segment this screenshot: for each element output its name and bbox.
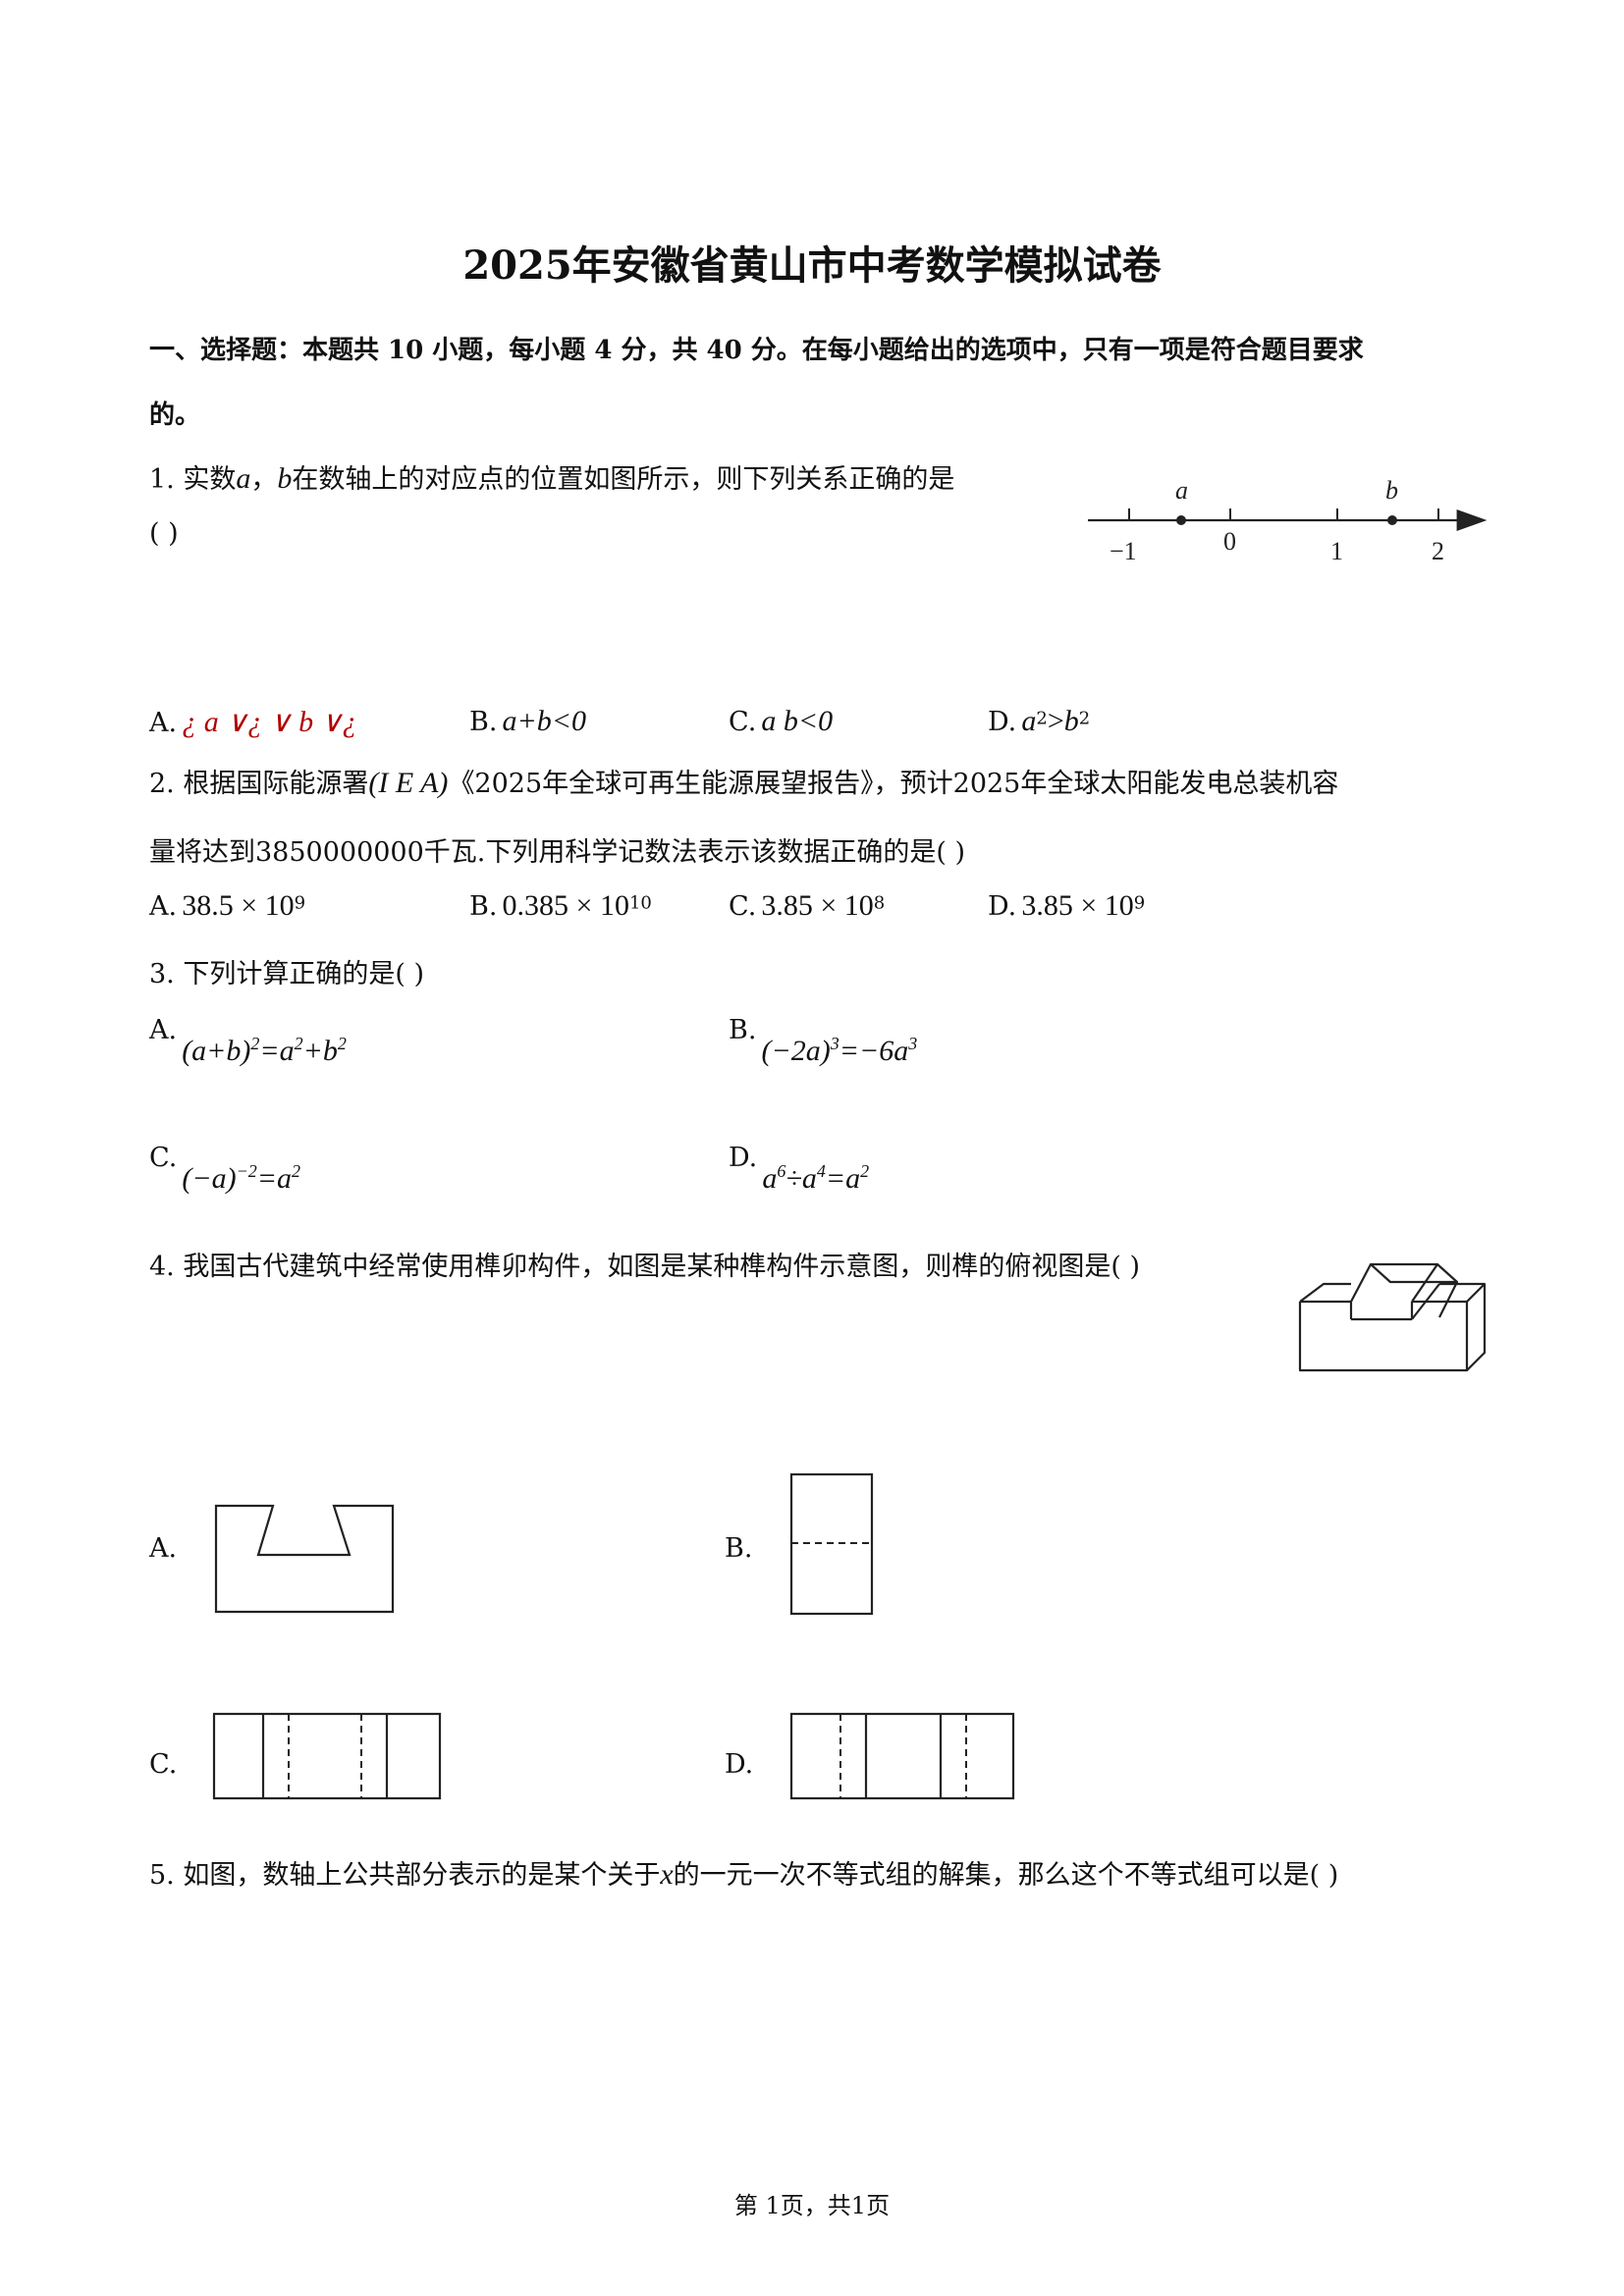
q1-var-b: b xyxy=(277,462,293,495)
q2-option-a-base: 38.5 × 10 xyxy=(182,889,295,922)
q1-option-d-sup2: 2 xyxy=(1078,708,1091,729)
q2-option-d-label: D. xyxy=(988,891,1017,922)
q2-option-d-base: 3.85 × 10 xyxy=(1021,889,1134,922)
page-title: 2025年安徽省黄山市中考数学模拟试卷 xyxy=(462,242,1162,289)
q2-line1-a: 2. 根据国际能源署 xyxy=(149,769,369,799)
q2-option-c-base: 3.85 × 10 xyxy=(761,889,874,922)
q4-option-c-figure[interactable] xyxy=(212,1712,444,1802)
section-header-line1: 一、选择题：本题共 10 小题，每小题 4 分，共 40 分。在每小题给出的选项… xyxy=(149,336,1364,365)
label-b: b xyxy=(1385,476,1398,505)
q3-option-c-expr: (−a)−2=a2 xyxy=(182,1161,301,1195)
q3-option-d[interactable]: D. a6÷a4=a2 xyxy=(729,1143,869,1195)
point-a xyxy=(1176,515,1186,525)
q1-answer-paren: ( ) xyxy=(149,518,179,549)
q2-option-b[interactable]: B. 0.385 × 1010 xyxy=(469,889,652,923)
q1-option-d-base2: b xyxy=(1063,705,1079,737)
q4-option-b-label[interactable]: B. xyxy=(725,1533,753,1564)
q4-option-a-label[interactable]: A. xyxy=(149,1533,178,1564)
q4-option-b-figure[interactable] xyxy=(789,1472,874,1616)
q2-stem-line1: 2. 根据国际能源署(I E A)《2025年全球可再生能源展望报告》，预计20… xyxy=(149,762,1338,800)
q1-stem-prefix: 1. 实数 xyxy=(149,464,237,495)
q1-number-line-figure: a b −1 0 1 2 xyxy=(1088,476,1488,565)
q4-stem: 4. 我国古代建筑中经常使用榫卯构件，如图是某种榫构件示意图，则榫的俯视图是( … xyxy=(149,1252,1140,1282)
q2-stem-line2: 量将达到3850000000千瓦.下列用科学记数法表示该数据正确的是( ) xyxy=(149,837,966,868)
q4-option-a-figure[interactable] xyxy=(214,1504,397,1616)
page-footer: 第 1页，共1页 xyxy=(733,2192,891,2219)
q1-option-c-label: C. xyxy=(729,707,757,737)
q1-var-a: a xyxy=(236,462,251,495)
point-b xyxy=(1387,515,1397,525)
tick-label-0: 0 xyxy=(1223,527,1236,556)
q3-option-d-expr: a6÷a4=a2 xyxy=(762,1161,870,1195)
q4-option-d-label[interactable]: D. xyxy=(725,1749,754,1780)
q3-option-d-label: D. xyxy=(729,1143,758,1173)
q1-stem-suffix: 在数轴上的对应点的位置如图所示，则下列关系正确的是 xyxy=(292,464,955,495)
q3-option-a-expr: (a+b)2=a2+b2 xyxy=(182,1034,347,1067)
q4-option-c-label[interactable]: C. xyxy=(149,1749,178,1780)
q1-stem: 1. 实数a，b在数轴上的对应点的位置如图所示，则下列关系正确的是 xyxy=(149,457,954,496)
q2-option-b-base: 0.385 × 10 xyxy=(502,889,629,922)
tick-label-2: 2 xyxy=(1432,537,1444,565)
q3-option-c[interactable]: C. (−a)−2=a2 xyxy=(149,1143,300,1195)
tick-label-neg1: −1 xyxy=(1110,537,1137,565)
q2-option-c-label: C. xyxy=(729,891,757,922)
q2-option-a-sup: 9 xyxy=(294,892,306,914)
q5-stem-prefix: 5. 如图，数轴上公共部分表示的是某个关于 xyxy=(149,1860,661,1891)
q1-option-d-base1: a xyxy=(1021,705,1037,737)
q2-option-c-sup: 8 xyxy=(873,892,886,914)
q2-option-d[interactable]: D. 3.85 × 109 xyxy=(988,889,1145,923)
q5-stem: 5. 如图，数轴上公共部分表示的是某个关于x的一元一次不等式组的解集，那么这个不… xyxy=(149,1853,1338,1892)
q3-option-b[interactable]: B. (−2a)3=−6a3 xyxy=(729,1015,917,1067)
q2-option-b-sup: 10 xyxy=(628,892,652,914)
q1-option-a-text: ¿ a ∨¿ ∨ b ∨¿ xyxy=(182,706,357,738)
q2-option-a-label: A. xyxy=(149,891,178,922)
q2-line1-b: 《2025年全球可再生能源展望报告》，预计2025年全球太阳能发电总装机容 xyxy=(448,769,1339,799)
q1-option-d-label: D. xyxy=(988,707,1017,737)
q2-option-c[interactable]: C. 3.85 × 108 xyxy=(729,889,885,923)
q1-option-a-label: A. xyxy=(149,708,178,738)
q5-var-x: x xyxy=(660,1858,674,1891)
q4-tenon-figure xyxy=(1298,1262,1487,1372)
q3-stem: 3. 下列计算正确的是( ) xyxy=(149,959,424,989)
q1-option-b-text: a+b<0 xyxy=(502,705,587,737)
q1-option-d-sup1: 2 xyxy=(1036,708,1048,729)
q2-option-d-sup: 9 xyxy=(1133,892,1146,914)
q1-comma: ， xyxy=(250,464,278,495)
q3-option-c-label: C. xyxy=(149,1143,178,1173)
q1-option-d[interactable]: D. a2>b2 xyxy=(988,705,1090,738)
q5-stem-suffix: 的一元一次不等式组的解集，那么这个不等式组可以是( ) xyxy=(673,1860,1339,1891)
q3-option-a[interactable]: A. (a+b)2=a2+b2 xyxy=(149,1015,347,1067)
tick-label-1: 1 xyxy=(1330,537,1343,565)
label-a: a xyxy=(1175,476,1188,505)
q1-option-c-text: a b<0 xyxy=(761,705,834,737)
q1-option-b-label: B. xyxy=(469,707,498,737)
q2-iea: (I E A) xyxy=(368,767,449,799)
q3-option-a-label: A. xyxy=(149,1015,178,1045)
section-header-line2: 的。 xyxy=(149,400,201,430)
q1-option-b[interactable]: B. a+b<0 xyxy=(469,705,586,738)
q3-option-b-label: B. xyxy=(729,1015,757,1045)
q1-option-d-mid: > xyxy=(1047,705,1064,737)
q4-option-d-figure[interactable] xyxy=(789,1712,1017,1802)
q3-option-b-expr: (−2a)3=−6a3 xyxy=(761,1034,918,1067)
q1-option-c[interactable]: C. a b<0 xyxy=(729,705,833,738)
q1-option-a[interactable]: A. ¿ a ∨¿ ∨ b ∨¿ xyxy=(149,705,357,739)
q2-option-a[interactable]: A. 38.5 × 109 xyxy=(149,889,305,923)
q2-option-b-label: B. xyxy=(469,891,498,922)
